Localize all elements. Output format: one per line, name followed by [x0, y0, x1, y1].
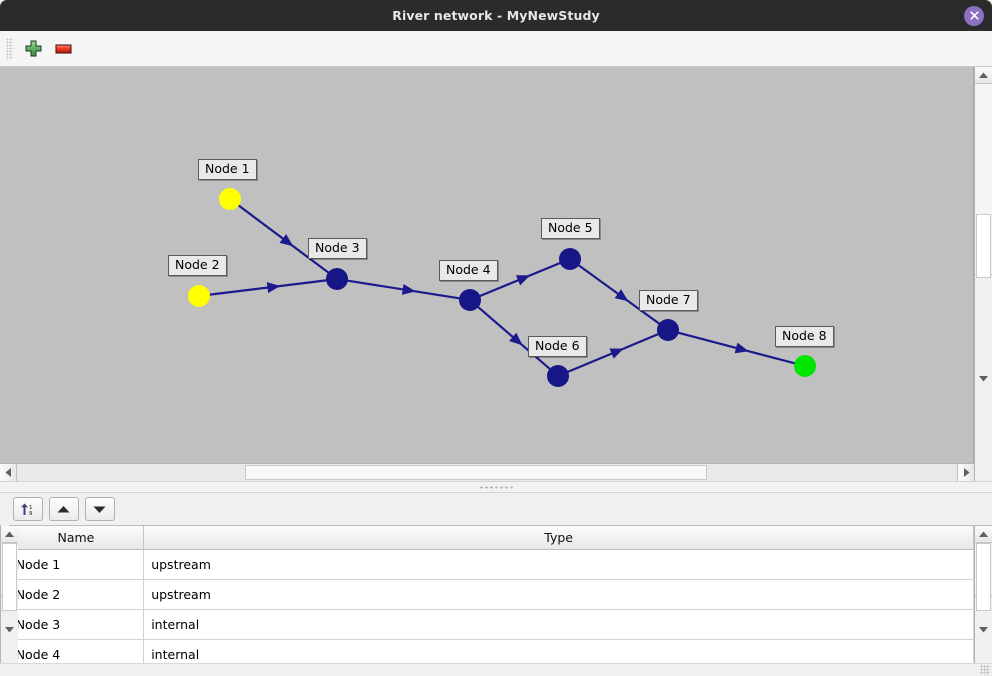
graph-hscroll-track[interactable]	[17, 464, 957, 481]
graph-node-label[interactable]: Node 5	[541, 218, 600, 239]
graph-hscroll-thumb[interactable]	[245, 465, 707, 480]
column-header[interactable]: Name	[8, 526, 145, 550]
nodes-move-down-button[interactable]	[84, 497, 115, 521]
graph-edge-arrow	[515, 275, 531, 286]
table-cell[interactable]: Node 2	[8, 579, 145, 610]
graph-node-label[interactable]: Node 8	[775, 326, 834, 347]
graph-edge-arrow	[509, 332, 523, 346]
graph-edge-arrow	[609, 348, 624, 359]
nodes-vertical-scrollbar[interactable]	[974, 526, 992, 663]
graph-node[interactable]	[559, 248, 581, 270]
graph-node[interactable]	[547, 365, 569, 387]
graph-edges-layer	[188, 188, 816, 387]
graph-node-label[interactable]: Node 2	[168, 255, 227, 276]
scroll-left-arrow-icon[interactable]	[0, 464, 17, 481]
graph-edge-arrow	[734, 342, 749, 354]
graph-edge-arrow	[279, 234, 294, 247]
nodes-vscroll-thumb[interactable]	[976, 543, 992, 611]
graph-node[interactable]	[188, 285, 210, 307]
plus-green-icon[interactable]	[18, 34, 48, 64]
table-cell[interactable]: upstream	[143, 549, 975, 580]
window-bottom-strip	[0, 663, 992, 676]
scroll-down-arrow-icon[interactable]	[975, 274, 992, 481]
table-cell[interactable]: upstream	[143, 579, 975, 610]
table-cell[interactable]: internal	[143, 639, 975, 663]
svg-text:1: 1	[29, 505, 33, 511]
branches-vscroll-track[interactable]	[1, 543, 18, 611]
window-title: River network - MyNewStudy	[392, 8, 600, 23]
nodes-scroll-up-arrow-icon[interactable]	[975, 526, 992, 543]
scroll-right-arrow-icon[interactable]	[957, 464, 974, 481]
graph-node[interactable]	[326, 268, 348, 290]
window-titlebar: River network - MyNewStudy	[0, 0, 992, 31]
branches-scroll-up-arrow-icon[interactable]	[1, 526, 18, 543]
graph-node-label[interactable]: Node 7	[639, 290, 698, 311]
graph-horizontal-scrollbar[interactable]	[0, 463, 974, 481]
branches-vscroll-thumb[interactable]	[2, 543, 17, 611]
graph-vertical-scrollbar[interactable]	[974, 67, 992, 481]
graph-node-label[interactable]: Node 6	[528, 336, 587, 357]
nodes-move-up-button[interactable]	[48, 497, 79, 521]
graph-node-label[interactable]: Node 4	[439, 260, 498, 281]
branches-vertical-scrollbar[interactable]	[0, 526, 18, 663]
toolbar-drag-handle[interactable]	[6, 37, 13, 60]
table-cell[interactable]: internal	[143, 609, 975, 640]
network-graph-canvas[interactable]: Node 1 Node 2 Node 3 Node 4 Node 5 Node 6 Node…	[0, 67, 974, 463]
graph-node[interactable]	[459, 289, 481, 311]
table-cell[interactable]: Node 3	[8, 609, 145, 640]
network-graph-panel: Node 1 Node 2 Node 3 Node 4 Node 5 Node 6 Node…	[0, 67, 992, 481]
nodes-sort-button[interactable]: 1 9	[12, 497, 43, 521]
nodes-toolbar: 1 9	[9, 493, 992, 525]
graph-edge-arrow	[401, 283, 416, 295]
minus-red-icon[interactable]	[48, 34, 78, 64]
graph-edge-arrow	[614, 289, 629, 302]
column-header[interactable]: Type	[143, 526, 975, 550]
graph-vscroll-thumb[interactable]	[976, 214, 991, 278]
graph-node[interactable]	[794, 355, 816, 377]
graph-vscroll-track[interactable]	[975, 84, 992, 278]
table-cell[interactable]: Node 4	[8, 639, 145, 663]
graph-node[interactable]	[219, 188, 241, 210]
graph-edge-arrow	[266, 282, 281, 294]
graph-node-label[interactable]: Node 1	[198, 159, 257, 180]
table-cell[interactable]: Node 1	[8, 549, 145, 580]
horizontal-splitter[interactable]	[0, 481, 992, 493]
splitter-grip-icon	[479, 485, 513, 489]
scroll-up-arrow-icon[interactable]	[975, 67, 992, 84]
graph-node[interactable]	[657, 319, 679, 341]
nodes-vscroll-track[interactable]	[975, 543, 992, 611]
window-resize-grip-icon[interactable]	[980, 665, 990, 675]
main-toolbar	[0, 31, 992, 67]
close-icon[interactable]	[964, 5, 984, 26]
graph-node-label[interactable]: Node 3	[308, 238, 367, 259]
svg-text:9: 9	[29, 511, 33, 517]
